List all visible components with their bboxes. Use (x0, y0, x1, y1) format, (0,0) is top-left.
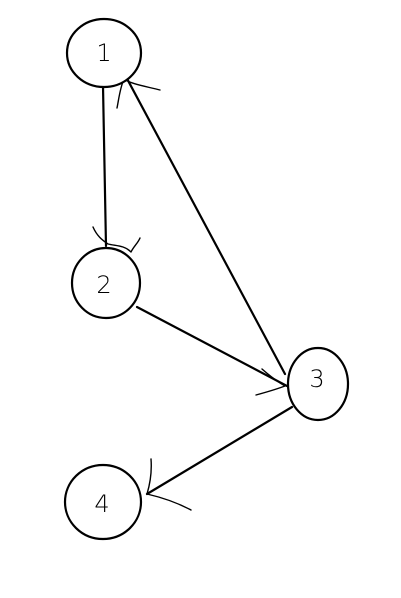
arrowhead-2-to-3 (255, 368, 286, 396)
node-1-label: 1 (96, 39, 111, 67)
arrowhead-3-to-1 (116, 78, 161, 109)
node-2-circle (70, 246, 142, 320)
edges (92, 71, 294, 511)
node-1-circle (65, 17, 143, 89)
node-3-circle (286, 346, 350, 422)
edge-2-to-3 (135, 305, 289, 388)
arrowhead-1-to-2 (92, 226, 141, 253)
node-4: 4 (63, 463, 143, 541)
node-4-label: 4 (94, 490, 109, 518)
node-3: 3 (286, 346, 350, 422)
node-2: 2 (70, 246, 142, 320)
edge-3-to-4 (145, 405, 294, 496)
node-4-circle (63, 463, 143, 541)
node-1: 1 (65, 17, 143, 89)
node-3-label: 3 (309, 365, 324, 393)
edge-1-to-2 (101, 84, 108, 248)
edge-3-to-1 (122, 71, 287, 376)
nodes: 1 2 3 4 (63, 17, 350, 541)
node-2-label: 2 (96, 271, 111, 299)
arrowhead-3-to-4 (146, 458, 192, 511)
